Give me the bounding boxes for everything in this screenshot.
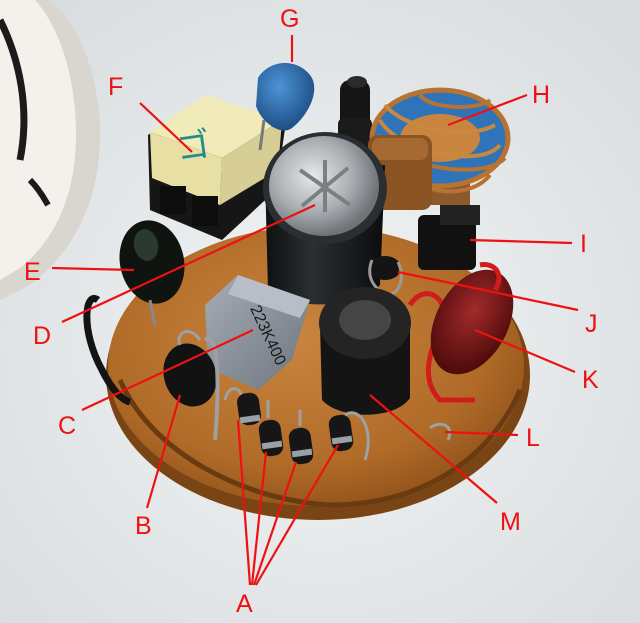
leader-b <box>145 394 182 509</box>
black-varistor <box>119 220 185 326</box>
label-e: E <box>24 258 41 286</box>
electrolytic-capacitor <box>263 132 387 305</box>
diode-4 <box>328 411 370 461</box>
leader-h <box>447 93 528 127</box>
transistor <box>163 330 220 441</box>
leader-a1 <box>236 419 252 586</box>
black-wire <box>83 294 132 406</box>
leader-d <box>61 204 316 323</box>
label-a: A <box>236 590 253 618</box>
leader-a4 <box>255 444 339 586</box>
label-i: I <box>580 230 587 258</box>
film-capacitor: 223K400 <box>205 275 310 390</box>
callout-labels: F G H I J K L M E D C B A <box>24 5 599 618</box>
label-h: H <box>532 81 550 109</box>
label-g: G <box>280 5 299 33</box>
label-b: B <box>135 512 152 540</box>
diode-2 <box>258 400 284 457</box>
transformer: ゴ <box>148 95 286 240</box>
label-m: M <box>500 508 521 536</box>
diode-row <box>223 387 370 465</box>
leader-e <box>51 266 135 272</box>
leader-i <box>469 238 573 245</box>
leader-l <box>444 430 519 437</box>
black-transistor <box>418 205 480 270</box>
ferrite-inductor <box>319 287 411 415</box>
blue-ceramic-capacitor <box>256 63 315 151</box>
transformer-code: ゴ <box>174 126 213 168</box>
red-capacitor <box>407 262 514 403</box>
leader-a3 <box>252 461 298 586</box>
leader-m <box>369 394 498 504</box>
plastic-housing <box>0 0 100 300</box>
leader-k <box>474 328 576 374</box>
label-c: C <box>58 412 76 440</box>
leader-a2 <box>250 451 268 586</box>
label-l: L <box>526 424 540 452</box>
label-k: K <box>582 366 599 394</box>
leader-j <box>397 270 579 312</box>
leader-c <box>81 329 254 411</box>
wire-loop <box>429 422 452 441</box>
diode-3 <box>288 410 314 465</box>
callout-leaders <box>51 35 579 586</box>
diode-1 <box>223 387 261 426</box>
label-f: F <box>108 73 123 101</box>
label-j: J <box>585 310 598 338</box>
leader-f <box>139 102 193 153</box>
label-d: D <box>33 322 51 350</box>
